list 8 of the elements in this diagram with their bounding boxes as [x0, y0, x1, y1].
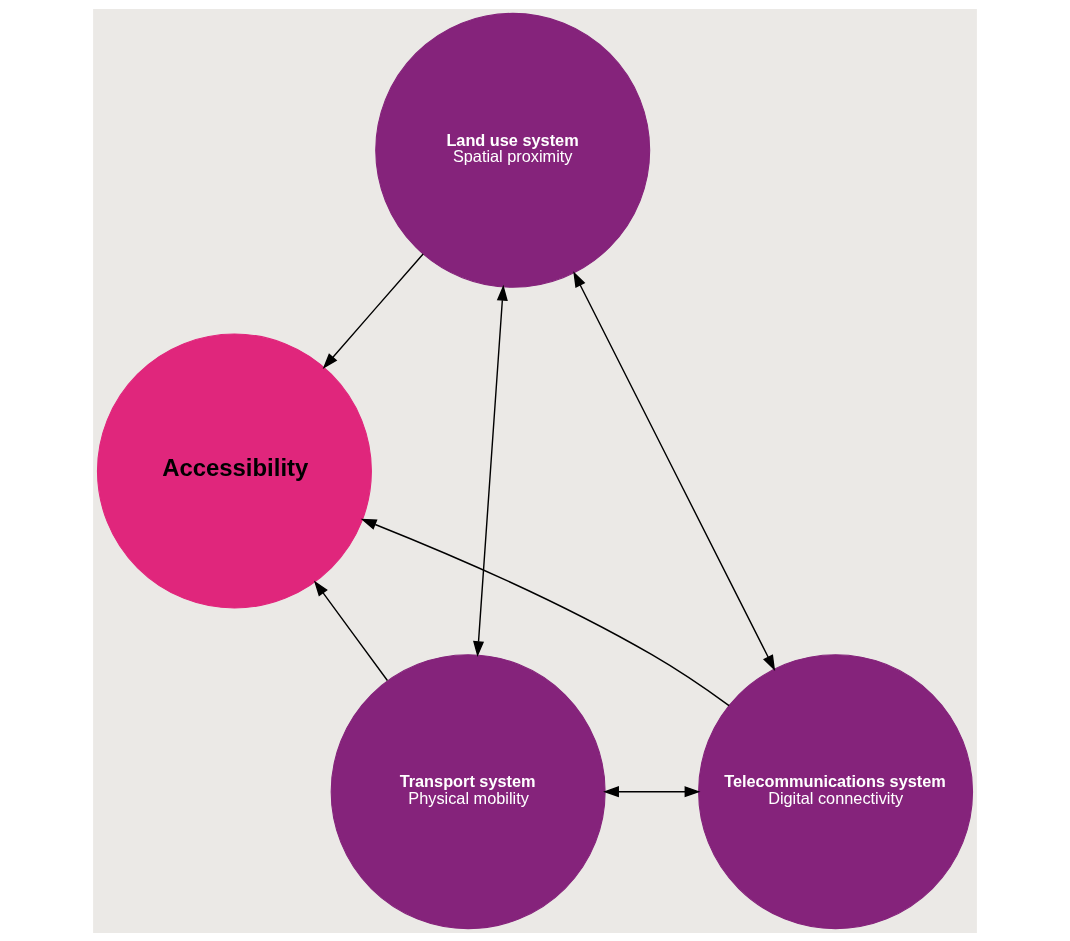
arrow — [313, 579, 389, 681]
arrow — [573, 270, 776, 671]
arrow — [322, 252, 424, 369]
arrow — [603, 785, 701, 797]
arrow — [473, 284, 508, 657]
arrow — [360, 518, 730, 706]
node-circle: Transport system Physical mobility — [330, 653, 606, 929]
node-circle: Accessibility — [96, 333, 372, 608]
